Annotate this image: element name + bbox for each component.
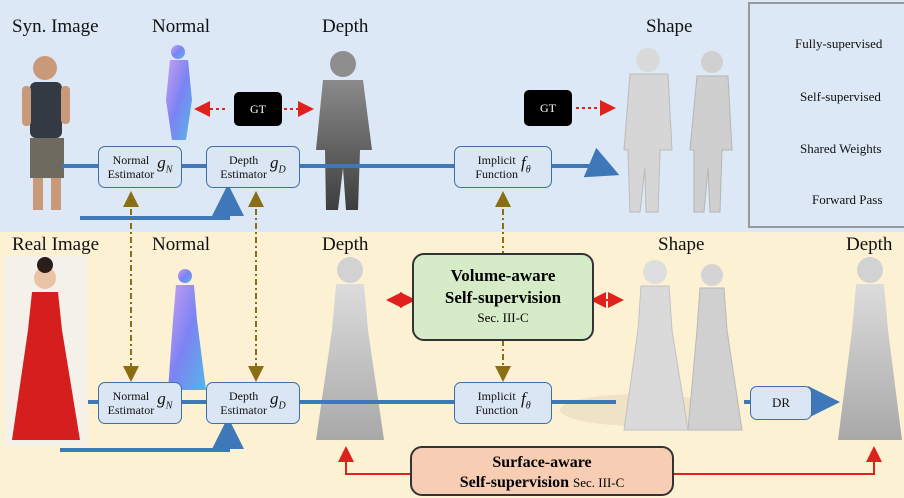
label-normal-top: Normal xyxy=(152,16,211,37)
normal-map-real xyxy=(168,269,206,390)
synthetic-person-image xyxy=(22,56,70,210)
shared-weights-arrows xyxy=(123,191,511,382)
real-person-image xyxy=(5,256,87,446)
legend-forward-pass: Forward Pass xyxy=(812,192,883,207)
label-shape-bottom: Shape xyxy=(658,234,705,255)
top-fully-supervised-arrows xyxy=(194,100,616,117)
surface-aware-box: Surface-aware Self-supervision Sec. III-… xyxy=(410,446,674,496)
legend-self-supervised: Self-supervised xyxy=(800,89,881,104)
top-forward-flow xyxy=(62,147,620,220)
self-supervised-arrows xyxy=(338,292,882,475)
label-depth-top: Depth xyxy=(322,16,369,37)
normal-map-synthetic xyxy=(166,45,192,140)
volume-aware-box: Volume-aware Self-supervision Sec. III-C xyxy=(412,253,594,341)
gt-box-depth: GT xyxy=(234,92,282,126)
legend-shared-weights: Shared Weights xyxy=(800,141,882,156)
dr-box: DR xyxy=(750,386,812,420)
label-depth-bottom: Depth xyxy=(322,234,369,255)
depth-map-rendered xyxy=(838,257,902,440)
label-syn-image: Syn. Image xyxy=(12,16,99,37)
label-depth-rendered: Depth xyxy=(846,234,893,255)
bottom-forward-flow xyxy=(60,386,840,452)
shape-mesh-synthetic xyxy=(623,48,733,213)
label-normal-bottom: Normal xyxy=(152,234,211,255)
depth-map-synthetic xyxy=(316,51,372,210)
label-real-image: Real Image xyxy=(12,234,100,255)
legend-box xyxy=(748,2,904,228)
label-shape-top: Shape xyxy=(646,16,693,37)
gt-box-shape: GT xyxy=(524,90,572,126)
legend-fully-supervised: Fully-supervised xyxy=(795,36,883,51)
depth-map-real xyxy=(316,257,384,440)
